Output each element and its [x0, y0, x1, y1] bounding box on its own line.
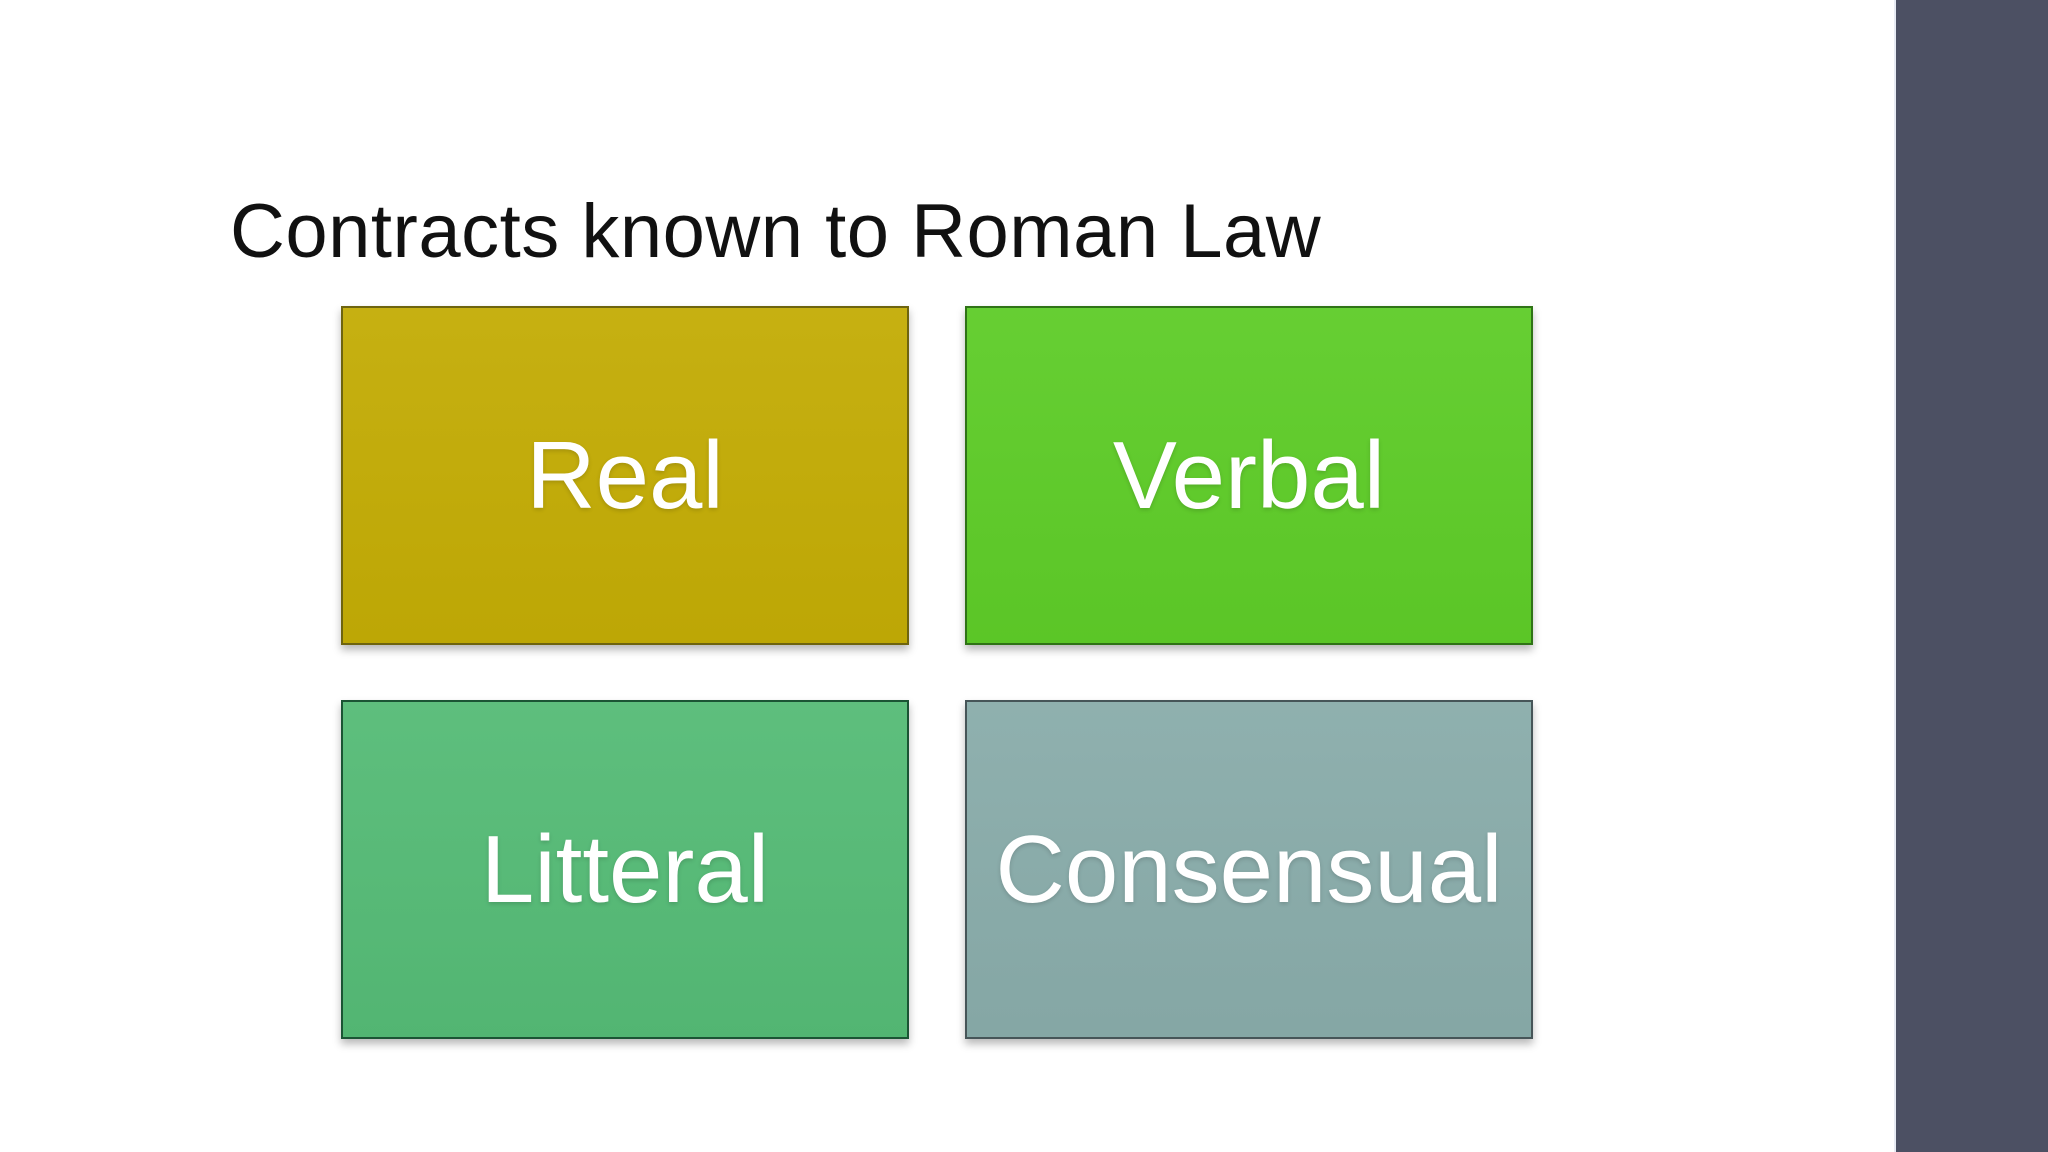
- right-side-panel: [1894, 0, 2048, 1152]
- shape-box-litteral: Litteral: [341, 700, 909, 1039]
- shape-box-label: Litteral: [480, 815, 770, 923]
- shape-box-label: Consensual: [995, 815, 1503, 923]
- shape-box-verbal: Verbal: [965, 306, 1533, 645]
- shape-box-consensual: Consensual: [965, 700, 1533, 1039]
- shape-box-label: Real: [526, 421, 724, 529]
- slide-title: Contracts known to Roman Law: [230, 189, 1322, 274]
- shape-box-real: Real: [341, 306, 909, 645]
- shape-box-label: Verbal: [1112, 421, 1386, 529]
